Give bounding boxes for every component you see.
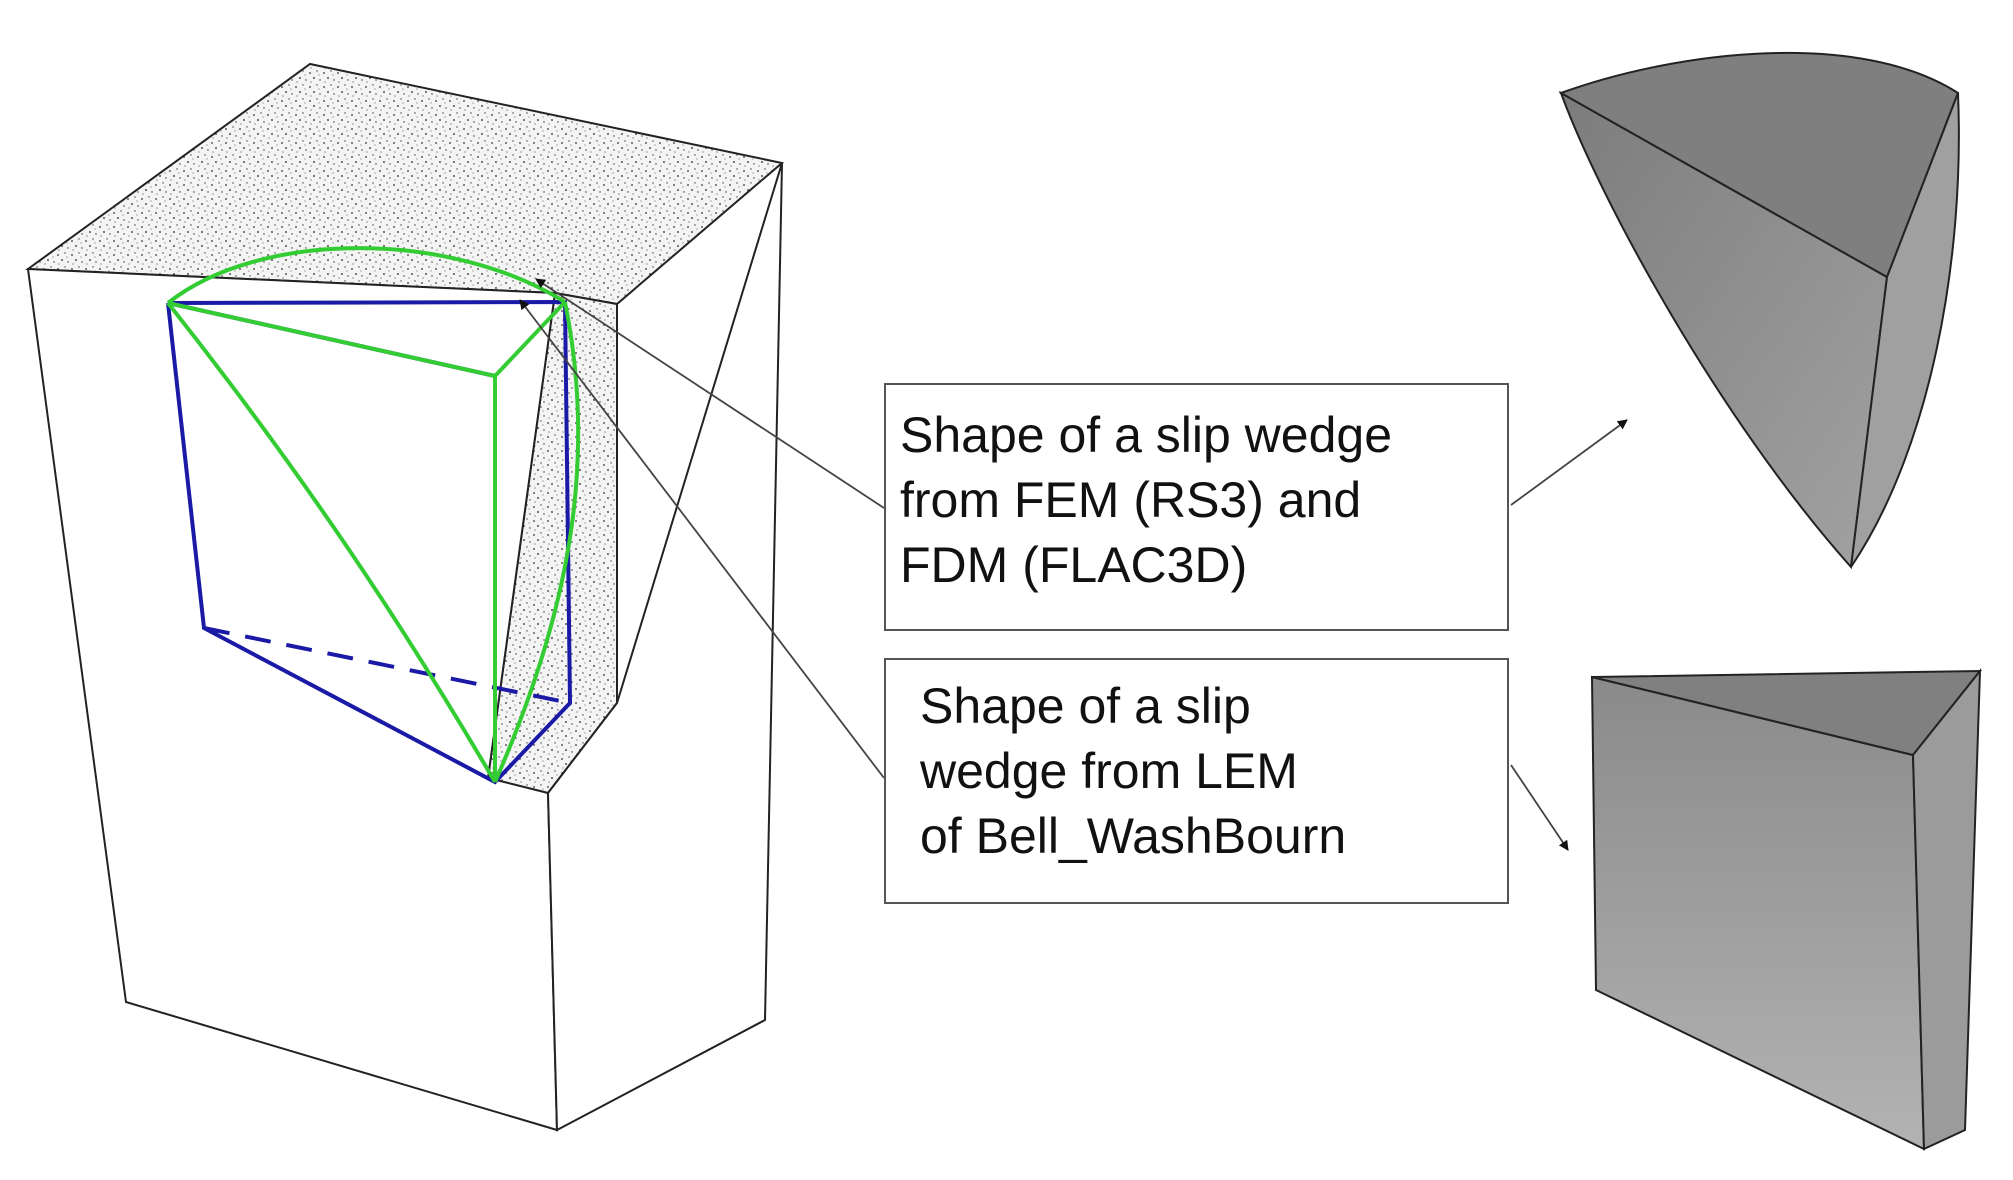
rock-side-face [546,162,783,1132]
rock-front-face [26,267,559,1132]
fem-wedge-side-face [1850,92,1960,568]
fem-wedge-shape [1558,51,1960,570]
lem-callout-line-1: Shape of a slip [920,678,1251,734]
leader-lines [519,278,1628,851]
lem-leader-line [519,299,885,779]
fem-callout-line-3: FDM (FLAC3D) [900,537,1248,593]
lem-callout-box: Shape of a slip wedge from LEM of Bell_W… [884,658,1509,904]
fem-leader-line [535,278,885,509]
fem-wedge-curved-face [1559,90,1889,570]
fem-shape-pointer [1510,419,1628,506]
lem-callout-line-3: of Bell_WashBourn [920,808,1347,864]
fem-callout-line-1: Shape of a slip wedge [900,407,1393,463]
fem-callout-line-2: from FEM (RS3) and [900,472,1362,528]
fem-wedge-top-face [1558,51,1960,279]
lem-shape-pointer [1510,764,1569,851]
rock-block [25,62,785,1132]
lem-wedge-front-face [1590,675,1926,1151]
rock-top-face [25,62,785,306]
lem-wedge-shape [1590,668,1983,1151]
lem-wedge-side-face [1911,668,1982,1151]
fem-fdm-callout-box: Shape of a slip wedge from FEM (RS3) and… [884,383,1509,631]
lem-callout-line-2: wedge from LEM [920,743,1298,799]
fem-wedge-outline [166,246,581,784]
